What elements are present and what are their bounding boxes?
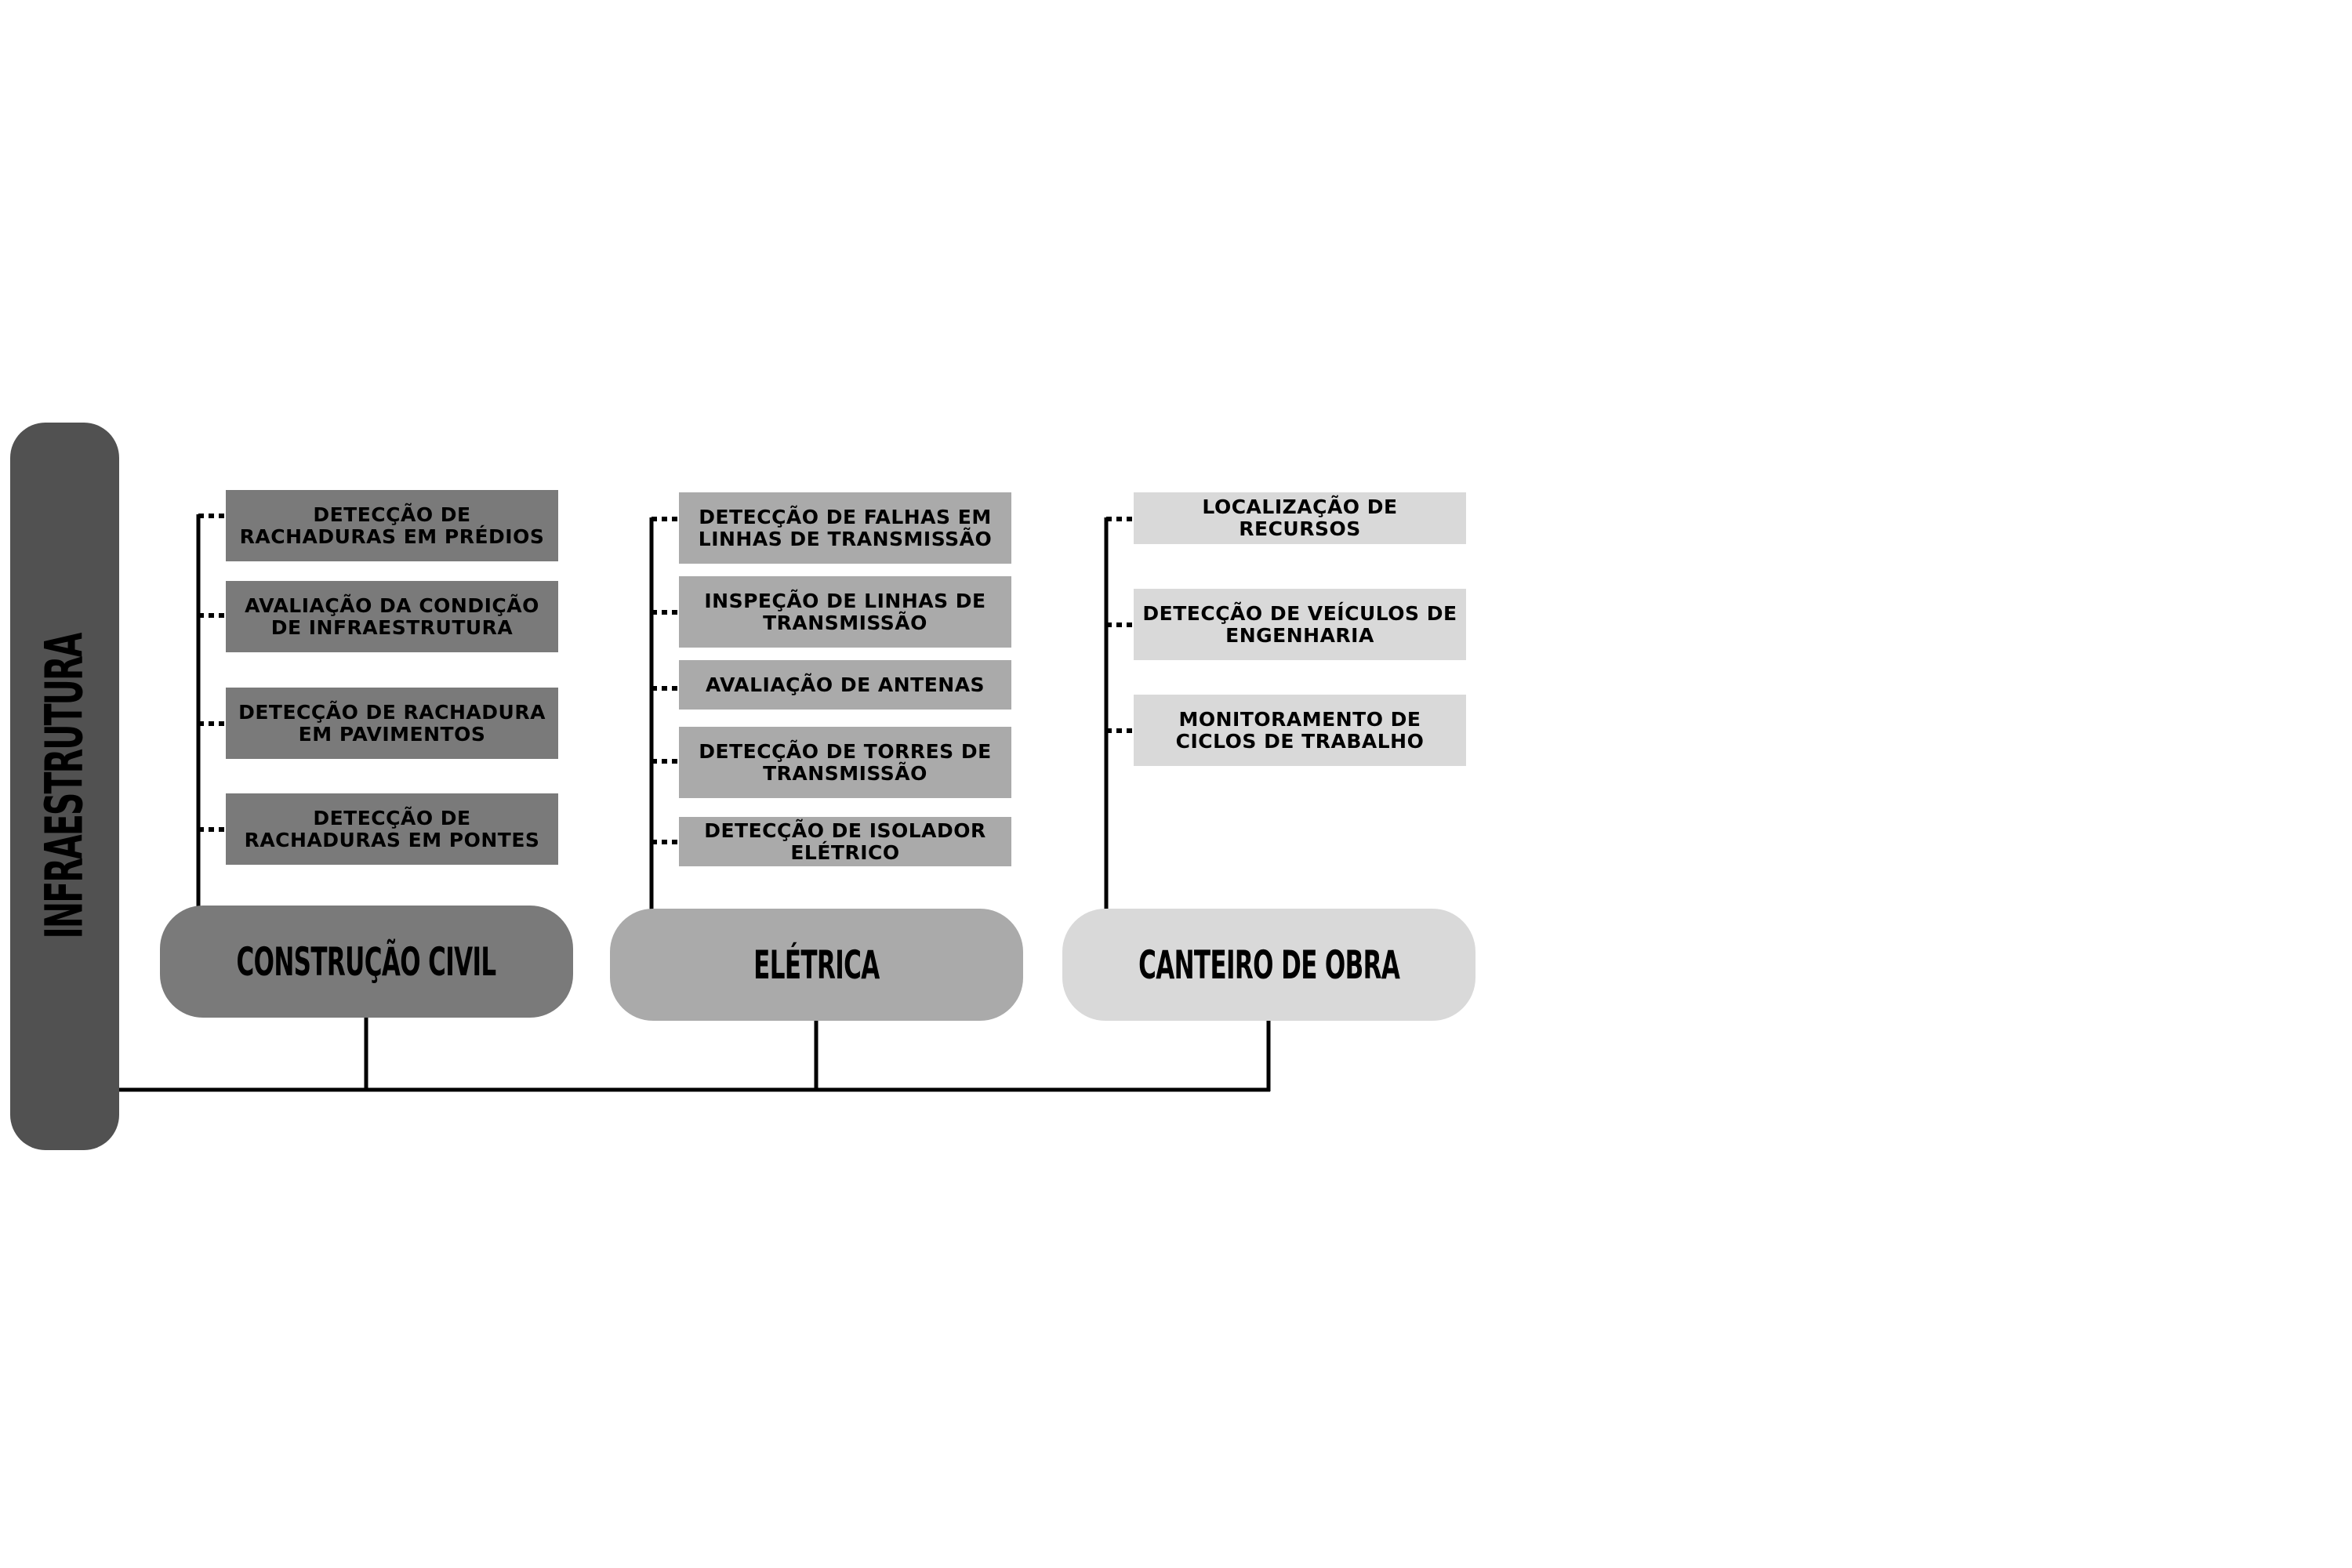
item-box: DETECÇÃO DE FALHAS EM LINHAS DE TRANSMIS… <box>679 492 1011 564</box>
category-eletrica: ELÉTRICA <box>610 909 1023 1021</box>
category-label: CANTEIRO DE OBRA <box>1138 942 1400 988</box>
root-label: INFRAESTRUTURA <box>34 633 95 939</box>
category-label: ELÉTRICA <box>753 942 880 988</box>
item-box: DETECÇÃO DE ISOLADOR ELÉTRICO <box>679 817 1011 866</box>
category-canteiro-de-obra: CANTEIRO DE OBRA <box>1062 909 1475 1021</box>
item-box: AVALIAÇÃO DE ANTENAS <box>679 660 1011 710</box>
item-box: MONITORAMENTO DE CICLOS DE TRABALHO <box>1134 695 1466 766</box>
category-construcao-civil: CONSTRUÇÃO CIVIL <box>160 906 573 1018</box>
item-box: INSPEÇÃO DE LINHAS DE TRANSMISSÃO <box>679 576 1011 648</box>
item-box: DETECÇÃO DE RACHADURA EM PAVIMENTOS <box>226 688 558 759</box>
category-label: CONSTRUÇÃO CIVIL <box>236 938 497 985</box>
item-box: DETECÇÃO DE RACHADURAS EM PONTES <box>226 793 558 865</box>
item-box: LOCALIZAÇÃO DE RECURSOS <box>1134 492 1466 544</box>
root-node <box>10 423 119 1150</box>
item-box: DETECÇÃO DE TORRES DE TRANSMISSÃO <box>679 727 1011 798</box>
item-box: DETECÇÃO DE VEÍCULOS DE ENGENHARIA <box>1134 589 1466 660</box>
item-box: AVALIAÇÃO DA CONDIÇÃO DE INFRAESTRUTURA <box>226 581 558 652</box>
item-box: DETECÇÃO DE RACHADURAS EM PRÉDIOS <box>226 490 558 561</box>
